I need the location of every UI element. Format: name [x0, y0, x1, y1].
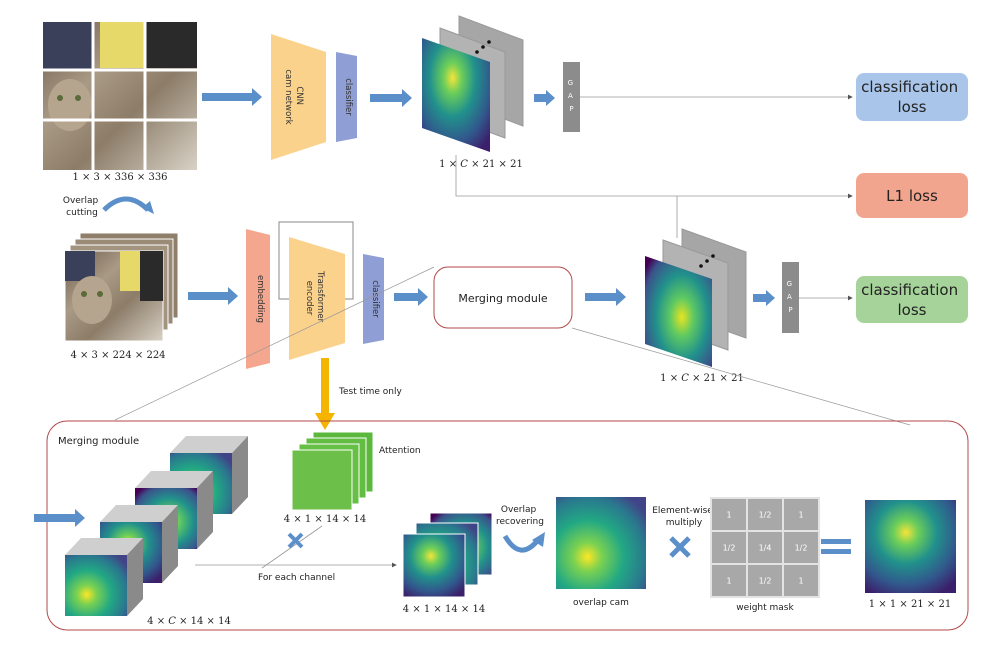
overlap-cam-label: overlap cam: [573, 598, 629, 608]
l1-loss-label: L1 loss: [886, 187, 938, 205]
merging-module-box: [433, 266, 573, 329]
cnn-block: [271, 34, 326, 160]
weight-mask-value: 1: [798, 577, 803, 586]
detail-title: Merging module: [58, 436, 139, 447]
feature-cube-1: [65, 538, 143, 616]
classification-loss-1: [856, 73, 968, 121]
test-time-arrow: [315, 358, 335, 430]
weight-mask-value: 1/2: [795, 544, 808, 553]
l1-loss: [856, 173, 968, 218]
merging-module-label: Merging module: [458, 292, 548, 305]
output-cam-map: [865, 500, 956, 593]
test-time-label: Test time only: [338, 387, 402, 397]
arrow-mid-3: [585, 288, 626, 306]
top-gap-label: G A P: [568, 79, 576, 113]
attention-connector: [261, 525, 323, 569]
stack-dim: 4 × 1 × 14 × 14: [403, 604, 485, 615]
top-classifier-label: classifier: [343, 78, 353, 116]
attention-stack: [291, 431, 374, 511]
middle-cam-dim: 1 × C × 21 × 21: [660, 373, 744, 384]
arrow-mid-1: [188, 287, 238, 305]
middle-cam-stack: [645, 228, 747, 367]
embedding-block: [246, 229, 270, 369]
merging-detail-panel: [46, 420, 969, 631]
top-cam-dim: 1 × C × 21 × 21: [439, 159, 523, 170]
overlap-cam-map: [556, 497, 646, 589]
middle-input-stack: [64, 232, 179, 342]
weight-mask-cell: [748, 532, 782, 563]
element-wise-label: Element-wise multiply: [652, 506, 715, 528]
middle-classifier-block: [363, 254, 384, 344]
top-classifier-block: [336, 52, 357, 142]
weight-mask-value: 1/2: [759, 577, 772, 586]
arrow-top-3: [534, 90, 555, 106]
arrow-detail-in: [34, 509, 85, 527]
top-cam-map: [422, 38, 490, 152]
embedding-label: embedding: [255, 275, 265, 323]
equals-icon: [821, 539, 851, 554]
weight-mask-cell: [784, 565, 818, 596]
weight-mask-cell: [784, 532, 818, 563]
weight-mask-cell: [748, 499, 782, 530]
overlap-recovering-label: Overlap recovering: [496, 505, 544, 527]
weight-mask-label: weight mask: [736, 603, 794, 613]
cnn-label: CNN cam network: [283, 69, 304, 124]
middle-input-dim: 4 × 3 × 224 × 224: [70, 350, 165, 361]
weight-mask-grid: 1 1/2 1 1/2 1/4 1/2 1 1/2 1: [710, 497, 820, 598]
weight-mask-value: 1/2: [759, 511, 772, 520]
zoom-line-right: [571, 327, 911, 426]
weight-mask-value: 1/2: [723, 544, 736, 553]
channel-map-stack: [402, 512, 493, 598]
transformer-block: [289, 237, 345, 360]
overlap-cutting-label: Overlap cutting: [63, 196, 101, 218]
attention-dim: 4 × 1 × 14 × 14: [284, 514, 366, 525]
arrow-mid-2: [394, 288, 428, 306]
attention-label: Attention: [379, 446, 421, 456]
multiply-icon-mask: [669, 536, 691, 558]
classification-loss-1-label: classification loss: [861, 78, 963, 116]
weight-mask-value: 1: [726, 577, 731, 586]
weight-mask-value: 1: [726, 511, 731, 520]
overlap-recovering-arrow: [502, 532, 545, 553]
weight-mask-value: 1: [798, 511, 803, 520]
zoom-line-left: [114, 266, 435, 421]
middle-gap-label: G A P: [787, 280, 795, 314]
weight-mask-value: 1/4: [759, 544, 772, 553]
weight-mask-cell: [712, 499, 746, 530]
middle-cam-map: [645, 256, 712, 367]
multiply-icon-attention: [287, 532, 304, 549]
top-input-image: [43, 22, 197, 170]
arrow-top-1: [202, 88, 262, 106]
classification-loss-2-label: classification loss: [861, 281, 963, 319]
weight-mask-cell: [748, 565, 782, 596]
feature-cubes: [65, 436, 248, 616]
middle-classifier-label: classifier: [370, 280, 380, 318]
weight-mask-cell: [784, 499, 818, 530]
arrow-top-2: [370, 89, 412, 107]
for-each-channel-label: For each channel: [258, 573, 335, 583]
top-input-dim: 1 × 3 × 336 × 336: [72, 172, 167, 183]
output-dim: 1 × 1 × 21 × 21: [869, 599, 951, 610]
top-gap-block: [563, 62, 580, 132]
cubes-dim: 4 × C × 14 × 14: [147, 616, 231, 627]
classification-loss-2: [856, 276, 968, 323]
overlap-cutting-arrow: [102, 196, 154, 214]
weight-mask-cell: [712, 532, 746, 563]
arrow-mid-4: [753, 290, 775, 306]
transformer-label: Transformer encoder: [304, 270, 325, 325]
middle-gap-block: [782, 262, 799, 333]
top-cam-stack: [422, 15, 524, 152]
weight-mask-cell: [712, 565, 746, 596]
connector-top-cam-l1: [455, 155, 853, 199]
